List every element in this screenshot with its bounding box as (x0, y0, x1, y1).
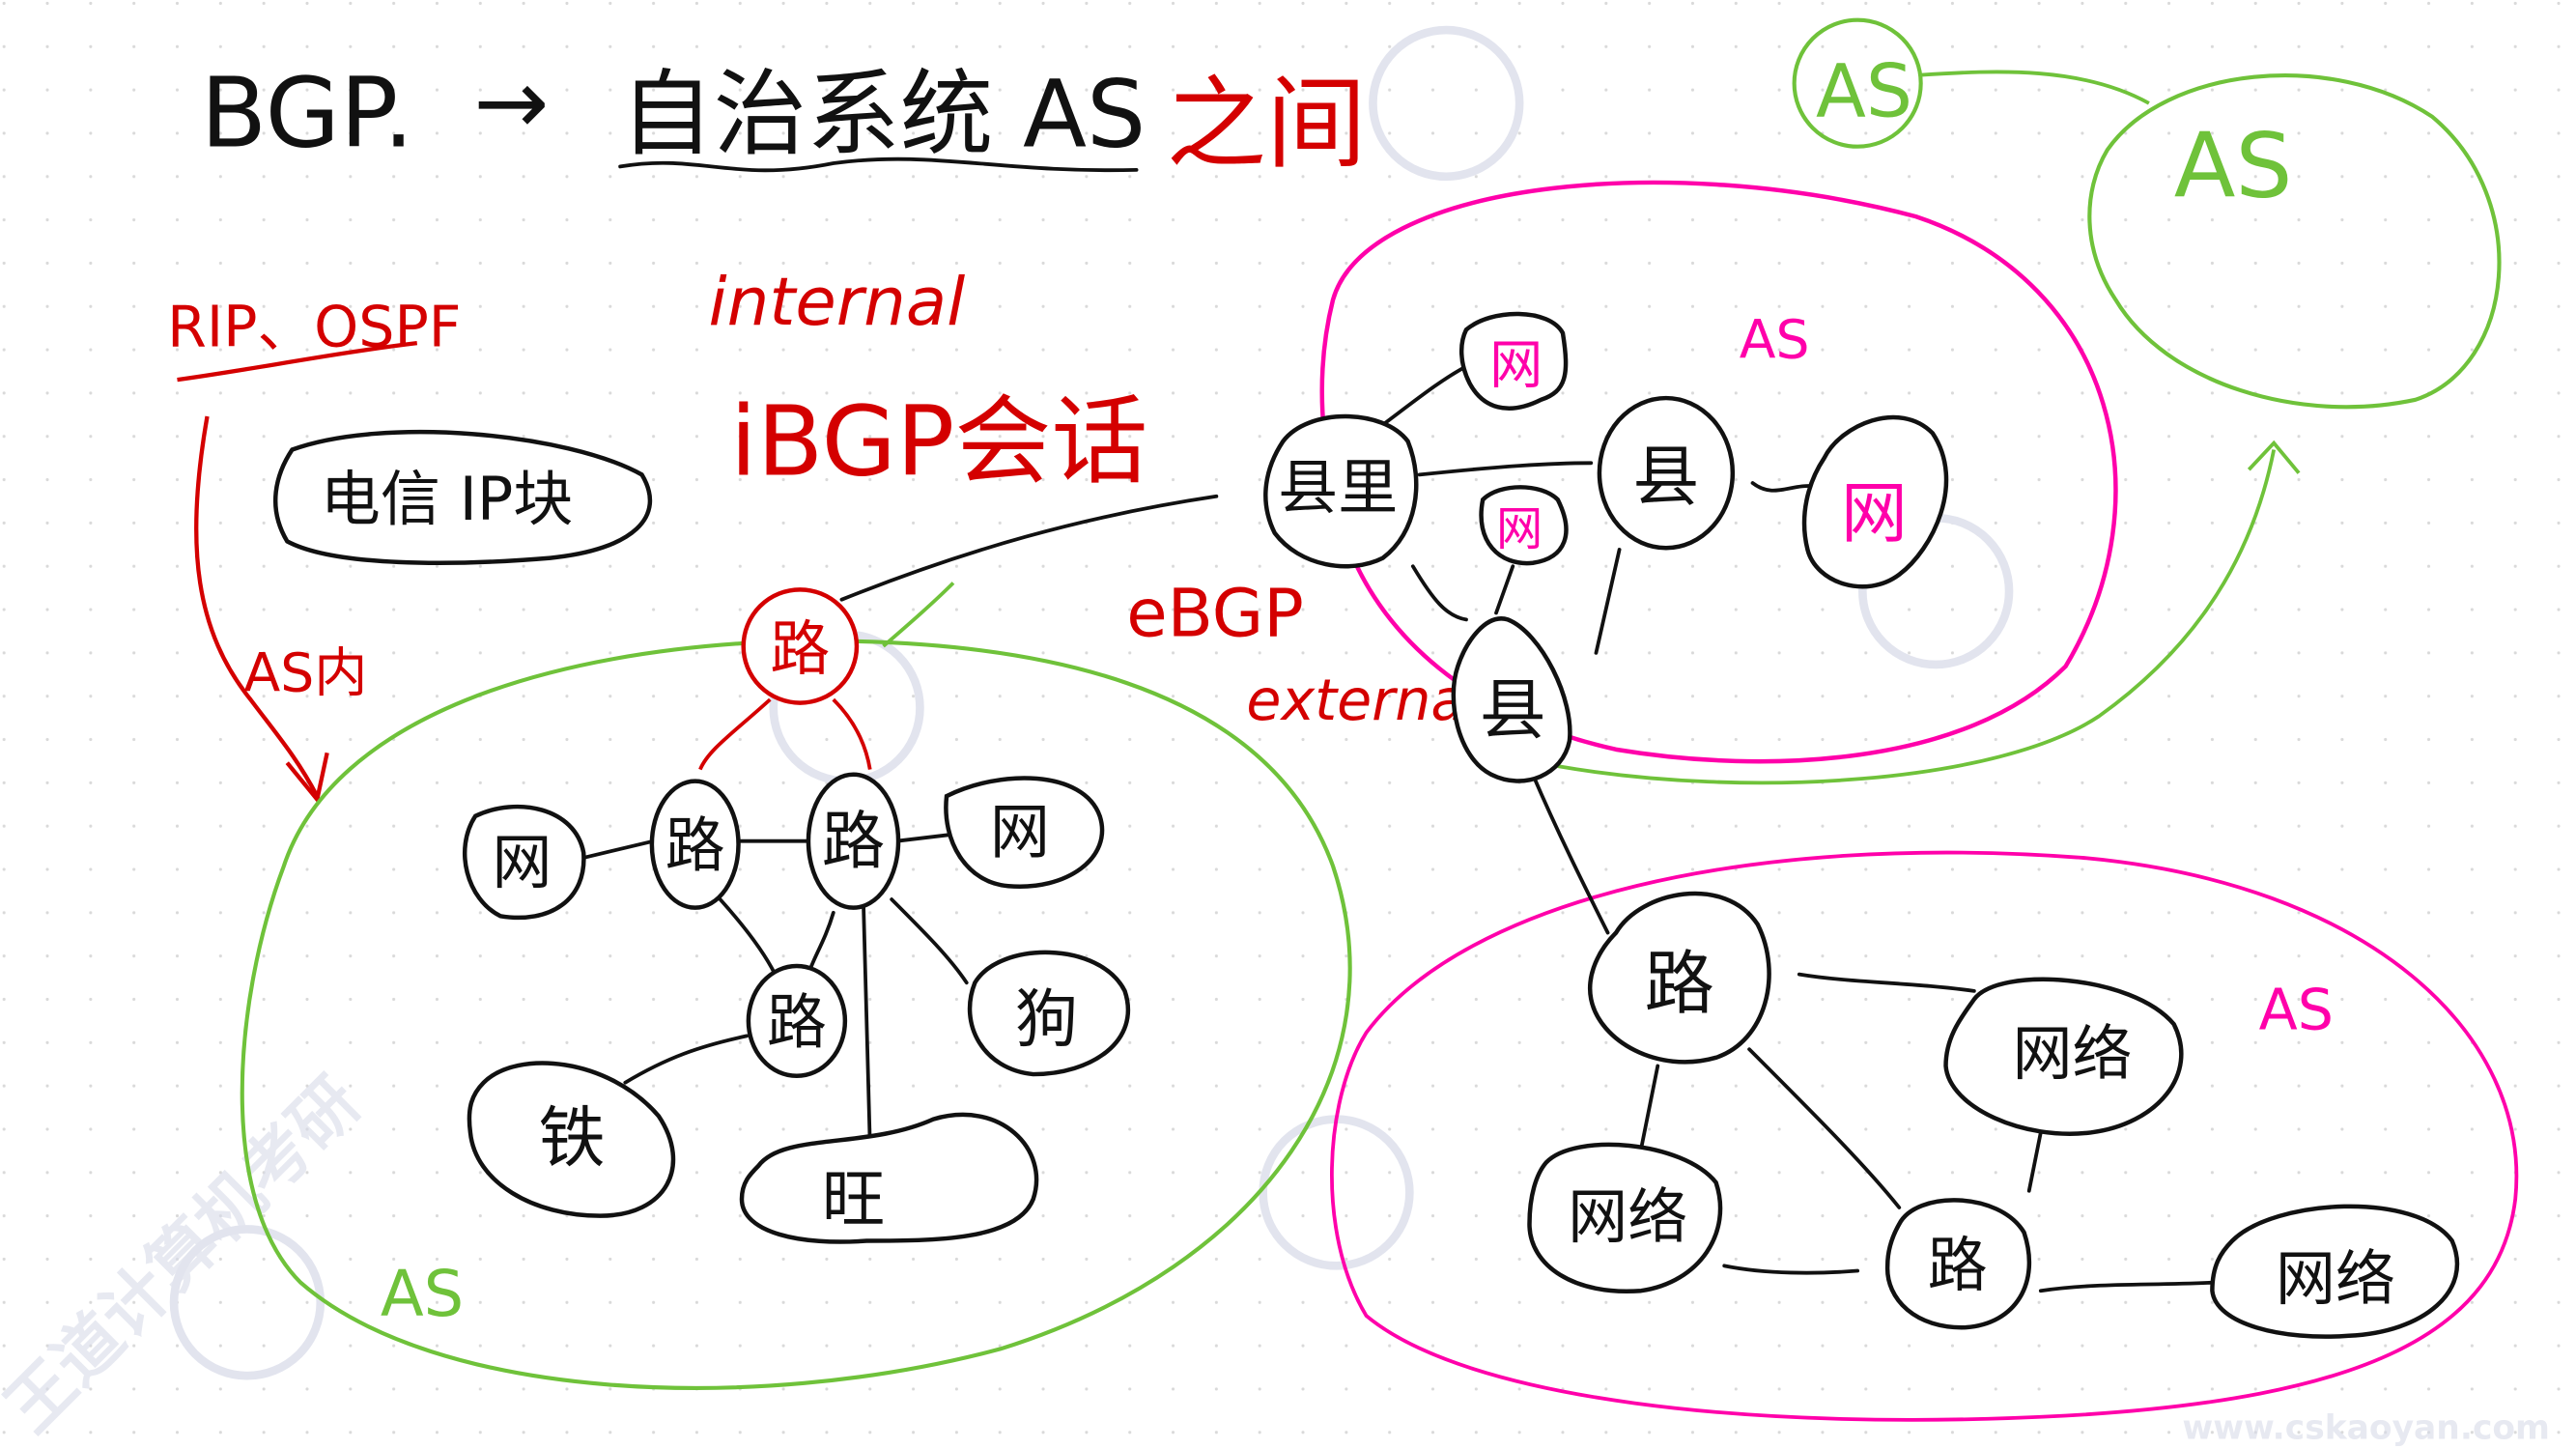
node-county-border[interactable]: 县里 (1263, 413, 1419, 569)
title-arrow: → (473, 50, 549, 155)
node-label: 县里 (1278, 452, 1398, 523)
watermark-url: www.cskaoyan.com (2182, 1409, 2550, 1448)
node-dog[interactable]: 狗 (967, 950, 1131, 1077)
left-as-boundary (240, 639, 1352, 1390)
title-bgp: BGP. (201, 57, 414, 170)
as-inner-arrow (194, 415, 320, 798)
title: BGP. → 自治系统 AS 之间 (201, 50, 1367, 183)
ibgp-session-label: iBGP会话 (730, 384, 1147, 497)
node-router[interactable]: 路 (649, 779, 741, 910)
as-link-line (1557, 449, 2277, 785)
ebgp-label: eBGP (1126, 576, 1304, 653)
title-autonomous-system: 自治系统 AS (620, 60, 1146, 169)
bottom-as-label: AS (2259, 978, 2334, 1043)
node-label: 网 (492, 827, 552, 897)
node-router[interactable]: 路 (806, 772, 901, 910)
node-label: 路 (767, 986, 827, 1057)
node-net[interactable]: 网 (1459, 311, 1569, 411)
as-inner-label: AS内 (243, 643, 367, 705)
node-label: 网 (1489, 335, 1543, 397)
node-net[interactable]: 网 (944, 776, 1105, 889)
node-label: 网络 (2276, 1243, 2395, 1314)
node-network[interactable]: 网络 (1943, 977, 2184, 1136)
watermark-seal-icon (1369, 25, 1524, 182)
bottom-as-boundary (1330, 850, 2519, 1422)
node-router[interactable]: 路 (1588, 891, 1771, 1065)
title-between: 之间 (1167, 67, 1367, 183)
node-tie[interactable]: 铁 (467, 1061, 676, 1218)
node-label: 县 (1632, 439, 1699, 516)
node-router[interactable]: 路 (1884, 1198, 2032, 1330)
node-network[interactable]: 网络 (2210, 1204, 2460, 1339)
watermark-seal-icon (169, 1225, 326, 1380)
node-label: 路 (822, 805, 886, 878)
node-net[interactable]: 网 (1801, 414, 1949, 589)
node-label: 网 (1841, 475, 1908, 553)
top-right-small-as-boundary (1792, 17, 1923, 149)
node-net[interactable]: 网 (1479, 485, 1569, 566)
node-network[interactable]: 网络 (1527, 1142, 1723, 1294)
top-as-label: AS (1740, 310, 1810, 372)
rip-ospf-underline (177, 341, 418, 383)
arrow-head-icon (2247, 440, 2301, 474)
node-border-router[interactable]: 路 (741, 587, 860, 705)
telecom-ip-block-cloud (273, 429, 653, 565)
node-label: 县 (1480, 672, 1546, 750)
node-label: 网 (990, 797, 1050, 867)
node-label: 路 (770, 613, 830, 684)
node-router[interactable]: 路 (746, 963, 848, 1079)
node-wang[interactable]: 旺 (739, 1112, 1039, 1244)
node-label: 路 (1928, 1230, 1988, 1300)
as-link-line (882, 582, 955, 648)
node-label: 网络 (1568, 1181, 1687, 1252)
node-county[interactable]: 县 (1451, 616, 1572, 783)
as-link-line (1920, 70, 2150, 105)
node-label: 路 (1644, 944, 1713, 1025)
node-label: 铁 (539, 1100, 606, 1178)
top-right-as-boundary (2087, 73, 2502, 410)
title-underline (618, 156, 1139, 173)
rip-ospf-label: RIP、OSPF (167, 295, 461, 360)
node-label: 狗 (1015, 983, 1079, 1057)
big-as-label: AS (2174, 113, 2293, 217)
internal-label: internal (708, 264, 965, 341)
node-label: 网 (1496, 502, 1543, 556)
node-label: 旺 (822, 1163, 886, 1236)
external-label: external (1246, 668, 1481, 733)
node-county[interactable]: 县 (1597, 395, 1736, 551)
node-label: 网络 (2013, 1018, 2133, 1089)
left-as-label: AS (381, 1258, 464, 1331)
edges (581, 364, 2218, 1293)
node-label: 路 (665, 810, 725, 881)
small-as-label: AS (1816, 49, 1912, 134)
telecom-ip-block-label: 电信 IP块 (321, 464, 574, 534)
node-net[interactable]: 网 (462, 804, 586, 921)
arrow-head-icon (285, 752, 329, 805)
